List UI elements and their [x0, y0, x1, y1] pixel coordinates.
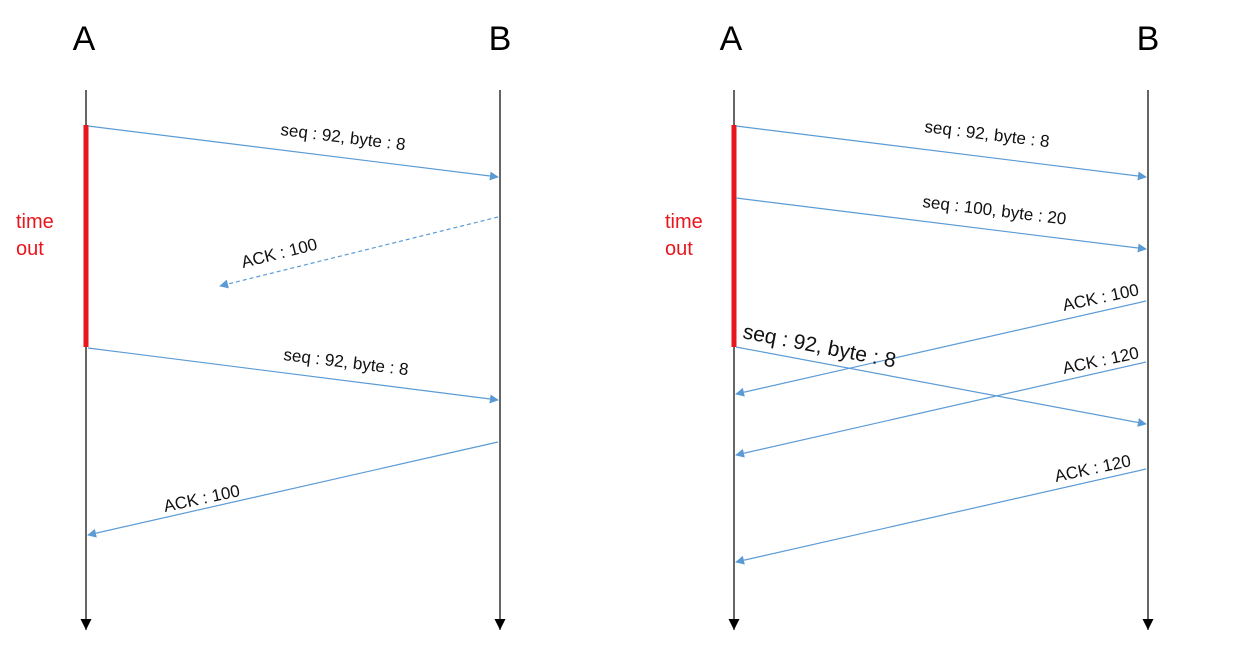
- message-label: seq : 92, byte : 8: [741, 320, 898, 372]
- host-a-label: A: [720, 20, 743, 58]
- message-label: ACK : 100: [239, 235, 319, 272]
- message-arrow-dashed: [219, 216, 499, 289]
- host-a-label: A: [73, 20, 96, 58]
- message-label: seq : 92, byte : 8: [283, 345, 410, 379]
- message-arrow: [735, 468, 1147, 565]
- diagram-right: A B time out seq : 92, byte : 8 seq : 10…: [665, 20, 1159, 630]
- message-arrow: [87, 441, 499, 538]
- message-arrow: [87, 347, 499, 404]
- host-b-label: B: [489, 20, 512, 58]
- message-arrow: [735, 125, 1147, 181]
- timeout-label-line2: out: [16, 238, 44, 260]
- timeout-label-line2: out: [665, 238, 693, 260]
- message-label: seq : 92, byte : 8: [924, 117, 1051, 151]
- message-arrow: [735, 197, 1147, 253]
- message-label: seq : 100, byte : 20: [922, 192, 1068, 228]
- message-arrow: [735, 346, 1147, 427]
- host-b-label: B: [1137, 20, 1160, 58]
- message-label: seq : 92, byte : 8: [280, 120, 407, 154]
- diagram-left: A B time out seq : 92, byte : 8 ACK : 10…: [16, 20, 511, 630]
- message-label: ACK : 100: [1061, 280, 1141, 315]
- message-arrow: [735, 361, 1147, 458]
- message-arrow: [735, 300, 1147, 397]
- message-label: ACK : 100: [162, 481, 242, 516]
- message-arrow: [87, 125, 499, 181]
- timeout-label-line1: time: [16, 211, 54, 233]
- timeout-label-line1: time: [665, 211, 703, 233]
